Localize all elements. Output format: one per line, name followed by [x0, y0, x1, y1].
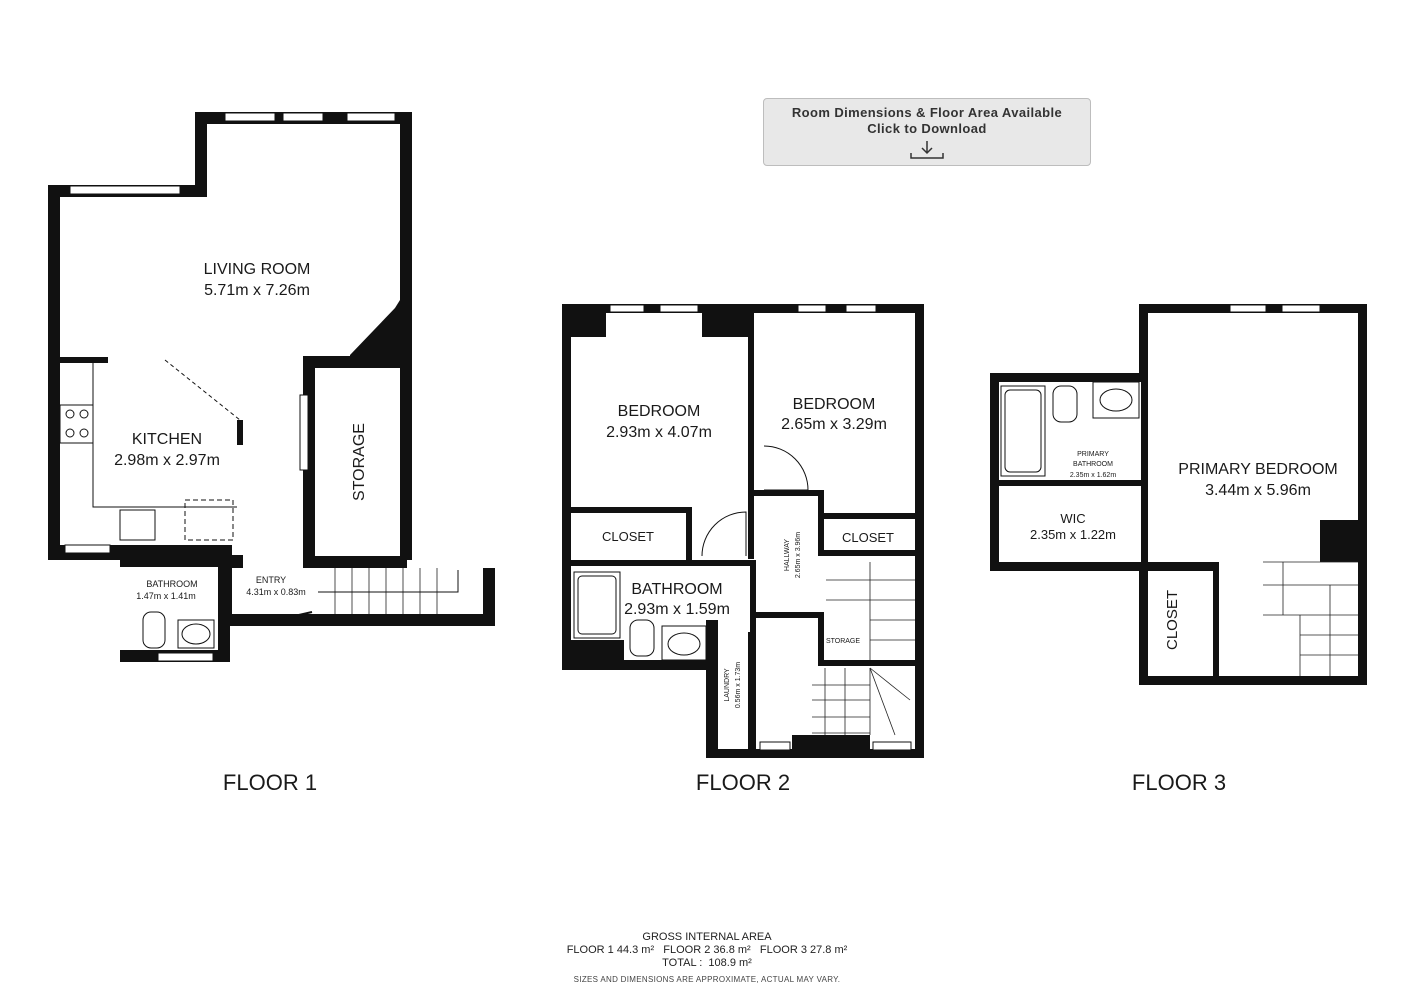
f2-bedroom-2-name: BEDROOM	[793, 396, 876, 413]
f2-laundry-dims: 0.56m x 1.73m	[735, 662, 742, 708]
gross-internal-area: GROSS INTERNAL AREA FLOOR 1 44.3 m² FLOO…	[480, 931, 934, 986]
f1-living-room-name: LIVING ROOM	[204, 261, 311, 278]
f1-entry-dims: 4.31m x 0.83m	[246, 587, 306, 597]
f3-primary-bathroom-dims: 2.35m x 1.62m	[1070, 472, 1116, 479]
f1-bathroom-name: BATHROOM	[146, 579, 197, 589]
f2-laundry-name: LAUNDRY	[724, 668, 731, 702]
download-line-1: Room Dimensions & Floor Area Available	[791, 105, 1063, 120]
f2-closet-2-name: CLOSET	[842, 530, 894, 545]
floor-1-title: FLOOR 1	[223, 770, 317, 795]
gia-total: TOTAL : 108.9 m²	[662, 957, 752, 969]
gia-disclaimer: SIZES AND DIMENSIONS ARE APPROXIMATE, AC…	[573, 975, 841, 984]
download-button[interactable]: Room Dimensions & Floor Area Available C…	[763, 98, 1091, 166]
f1-storage-name: STORAGE	[351, 423, 368, 501]
f2-bedroom-1-name: BEDROOM	[618, 403, 701, 420]
floor-2-plan: BEDROOM 2.93m x 4.07m BEDROOM 2.65m x 3.…	[562, 304, 924, 758]
f1-entry-name: ENTRY	[256, 575, 286, 585]
f2-hallway-name: HALLWAY	[784, 539, 791, 571]
f1-kitchen-name: KITCHEN	[132, 431, 202, 448]
f1-living-room-dims: 5.71m x 7.26m	[204, 282, 310, 299]
f2-bedroom-2-dims: 2.65m x 3.29m	[781, 416, 887, 433]
f1-bathroom-dims: 1.47m x 1.41m	[136, 591, 196, 601]
floor-3-plan: PRIMARY BEDROOM 3.44m x 5.96m PRIMARY BA…	[990, 304, 1367, 685]
f2-bedroom-1-dims: 2.93m x 4.07m	[606, 424, 712, 441]
download-line-2: Click to Download	[867, 121, 987, 136]
f1-storage-wall	[303, 356, 412, 560]
floor-2-title: FLOOR 2	[696, 770, 790, 795]
f1-kitchen-dims: 2.98m x 2.97m	[114, 452, 220, 469]
gia-heading: GROSS INTERNAL AREA	[642, 931, 772, 943]
f3-primary-bedroom-dims: 3.44m x 5.96m	[1205, 482, 1311, 499]
floor-1-plan: LIVING ROOM 5.71m x 7.26m KITCHEN 2.98m …	[48, 112, 495, 662]
gia-floors: FLOOR 1 44.3 m² FLOOR 2 36.8 m² FLOOR 3 …	[566, 944, 848, 956]
f2-storage-name: STORAGE	[826, 638, 860, 645]
floor-3-title: FLOOR 3	[1132, 770, 1226, 795]
f3-primary-bathroom-name-1: PRIMARY	[1077, 451, 1109, 458]
f3-primary-bathroom-name-2: BATHROOM	[1073, 461, 1113, 468]
download-icon	[910, 141, 944, 159]
f3-wic-dims: 2.35m x 1.22m	[1030, 527, 1116, 542]
f2-bathroom-name: BATHROOM	[631, 581, 722, 598]
f2-closet-1-name: CLOSET	[602, 529, 654, 544]
f2-bathroom-dims: 2.93m x 1.59m	[624, 601, 730, 618]
f3-primary-bedroom-name: PRIMARY BEDROOM	[1178, 461, 1337, 478]
f3-wic-name: WIC	[1060, 511, 1085, 526]
f2-hallway-dims: 2.65m x 3.96m	[795, 532, 802, 578]
f3-closet-name: CLOSET	[1164, 590, 1181, 650]
